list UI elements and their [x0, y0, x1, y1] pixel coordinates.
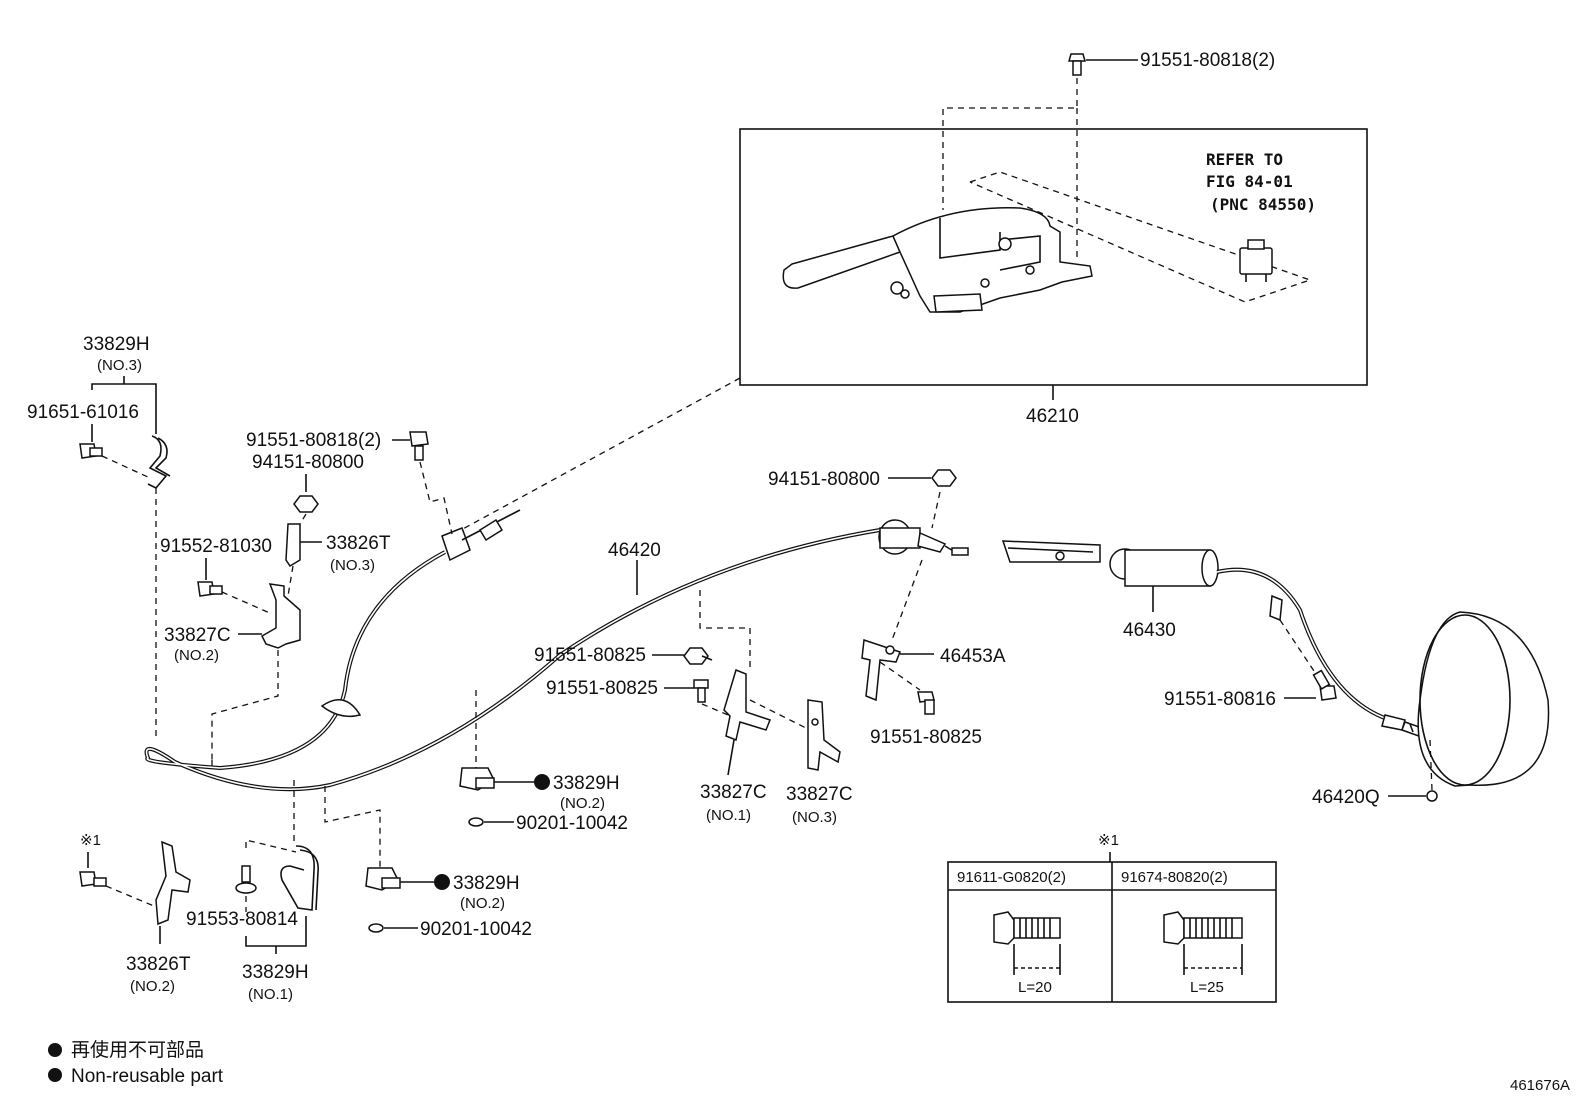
- top-bolt-label: 91551-80818(2): [1140, 50, 1275, 71]
- clamp-33829h-no1-label: 33829H: [242, 962, 309, 983]
- brake-switch-icon: [1239, 239, 1273, 282]
- refer-to-line1: REFER TO: [1206, 150, 1283, 169]
- note-mark-left: ※1: [80, 832, 101, 849]
- washer-a-icon: [468, 817, 484, 827]
- legend-dot-1-icon: [48, 1043, 62, 1057]
- bolt-80816-label: 91551-80816: [1164, 689, 1276, 710]
- clip-33829h-no2-b-label: 33829H: [453, 873, 520, 894]
- bolt-80825-c-icon: [917, 691, 935, 715]
- nut-94151-left-icon: [293, 495, 319, 513]
- bracket-46453a-label: 46453A: [940, 646, 1006, 667]
- bolt-80825-a-icon: [683, 647, 713, 665]
- washer-b-label: 90201-10042: [420, 919, 532, 940]
- bracket-33827c-no1-label: 33827C: [700, 782, 767, 803]
- rear-cable-46430: [1001, 540, 1492, 761]
- bolt-91552-label: 91552-81030: [160, 536, 272, 557]
- table-col1-header: 91611-G0820(2): [957, 869, 1066, 886]
- bolt-91552-icon: [197, 581, 223, 597]
- legend-dot-2-icon: [48, 1068, 62, 1082]
- nut-94151-right-icon: [931, 469, 957, 487]
- bracket-33826t-no2-label: 33826T: [126, 954, 191, 975]
- clip-46420q-icon: [1426, 790, 1438, 802]
- table-col2-header: 91674-80820(2): [1121, 869, 1228, 886]
- bracket-33827c-no3-sub: (NO.3): [792, 809, 837, 826]
- clip-33829h-no2-a-label: 33829H: [553, 773, 620, 794]
- legend-line2: Non-reusable part: [71, 1066, 224, 1087]
- nut-94151-left-label: 94151-80800: [252, 452, 364, 473]
- bracket-33826t-no3-icon: [285, 523, 301, 568]
- bolt-80825-c-label: 91551-80825: [870, 727, 982, 748]
- clamp-33829h-no3-icon: [147, 435, 171, 489]
- bolt-91553-label: 91553-80814: [186, 909, 298, 930]
- refer-to-line3: (PNC 84550): [1210, 195, 1316, 214]
- front-cable-46420: [144, 509, 969, 792]
- clamp-33829h-no3-label: 33829H: [83, 334, 150, 355]
- bracket-33827c-no3-label: 33827C: [786, 784, 853, 805]
- washer-b-icon: [368, 923, 384, 933]
- figure-id: 461676A: [1510, 1077, 1570, 1094]
- bolt-80825-a-label: 91551-80825: [534, 645, 646, 666]
- bolt-80825-b-label: 91551-80825: [546, 678, 658, 699]
- bracket-33827c-no1-icon: [723, 668, 771, 742]
- bracket-33827c-no3-icon: [807, 699, 841, 771]
- clip-46420q-label: 46420Q: [1312, 787, 1380, 808]
- clip-33829h-no2-a-sub: (NO.2): [560, 795, 605, 812]
- clip-33829h-no2-b-sub: (NO.2): [460, 895, 505, 912]
- clamp-33829h-no1-sub: (NO.1): [248, 986, 293, 1003]
- bolt-91651-label: 91651-61016: [27, 402, 139, 423]
- clip-33829h-no2-b-icon: [365, 867, 401, 891]
- non-reusable-dot-b-icon: [434, 874, 450, 890]
- legend-line1: 再使用不可部品: [71, 1039, 204, 1061]
- clamp-33829h-no1-icon: [280, 845, 319, 911]
- handbrake-lever-icon: [782, 206, 1093, 313]
- table-col2-length: L=25: [1190, 979, 1224, 996]
- front-cable-label: 46420: [608, 540, 661, 561]
- bracket-33827c-no2-sub: (NO.2): [174, 647, 219, 664]
- nut-94151-right-label: 94151-80800: [768, 469, 880, 490]
- bolt-80816-icon: [1312, 669, 1337, 701]
- table-col1-length: L=20: [1018, 979, 1052, 996]
- bracket-33826t-no3-sub: (NO.3): [330, 557, 375, 574]
- lever-assembly-label: 46210: [1026, 406, 1079, 427]
- bolt-l20-icon: [993, 911, 1061, 975]
- lever-assembly-group: 91551-80818(2) REFER TO FIG 84-01 (PNC 8…: [739, 50, 1368, 427]
- clip-33829h-no2-a-icon: [459, 767, 495, 791]
- note-mark-table: ※1: [1098, 832, 1119, 849]
- bolt-80818-left-label: 91551-80818(2): [246, 430, 381, 451]
- bolt-80825-b-icon: [693, 679, 709, 703]
- bracket-33826t-no2-icon: [155, 840, 191, 926]
- bolt-spec-table: ※1 91611-G0820(2) 91674-80820(2) L=20 L=…: [947, 832, 1277, 1003]
- bracket-33827c-no2-icon: [261, 583, 301, 649]
- bracket-33827c-no1-sub: (NO.1): [706, 807, 751, 824]
- bracket-33826t-no3-label: 33826T: [326, 533, 391, 554]
- bolt-l25-icon: [1163, 911, 1243, 975]
- bracket-33827c-no2-label: 33827C: [164, 625, 231, 646]
- bolt-note-left-icon: [79, 871, 107, 887]
- clamp-33829h-no3-sub: (NO.3): [97, 357, 142, 374]
- non-reusable-dot-a-icon: [534, 774, 550, 790]
- legend: 再使用不可部品 Non-reusable part: [48, 1039, 224, 1087]
- brake-drum-icon: [1417, 611, 1550, 787]
- bolt-91651-icon: [79, 443, 103, 459]
- refer-to-line2: FIG 84-01: [1206, 172, 1293, 191]
- bolt-80818-left-icon: [409, 431, 429, 461]
- top-bolt-icon: [1068, 53, 1086, 76]
- washer-a-label: 90201-10042: [516, 813, 628, 834]
- bracket-33826t-no2-sub: (NO.2): [130, 978, 175, 995]
- bolt-91553-icon: [235, 865, 257, 894]
- rear-cable-label: 46430: [1123, 620, 1176, 641]
- bracket-46453a-icon: [861, 638, 901, 702]
